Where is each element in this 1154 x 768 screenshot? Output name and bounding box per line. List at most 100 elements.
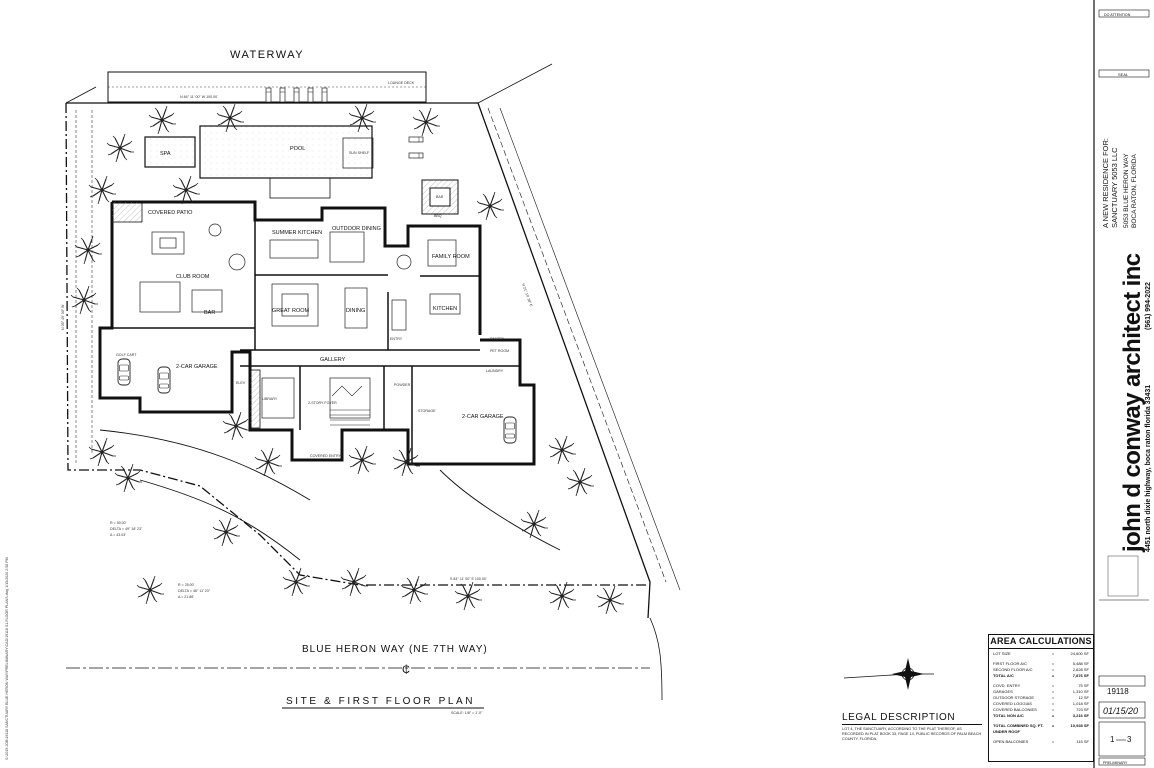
project-line-2: SANCTUARY 5053 LLC [1110, 147, 1119, 228]
title-block-top-label: DO ATTENTION [1104, 13, 1131, 17]
area-row-eq: = [1051, 723, 1055, 728]
area-row-value: 1,310 SF [1072, 689, 1089, 694]
area-row-eq: = [1051, 667, 1055, 672]
dock [107, 71, 427, 103]
club-room-label: CLUB ROOM [176, 274, 210, 280]
area-row: COVERED BALCONIES = 723 SF [993, 707, 1089, 713]
laundry-label: LAUNDRY [486, 369, 504, 373]
area-row-value: 24,600 SF [1070, 651, 1089, 656]
title-block-frame [1093, 0, 1150, 768]
area-row: LOT SIZE=24,600 SF [993, 651, 1089, 657]
area-row-eq: = [1051, 689, 1055, 694]
kitchen-label: KITCHEN [433, 306, 457, 312]
area-row-label: GARAGES [993, 689, 1013, 694]
firm-name: john d conway architect inc [1119, 253, 1146, 553]
bar-label: BAR [204, 310, 215, 316]
area-row-value: 723 SF [1076, 707, 1089, 712]
area-row-value: 12 SF [1078, 695, 1089, 700]
sheet-date: 01/15/20 [1103, 706, 1138, 716]
area-row: TOTAL A/C = 7,876 SF [993, 673, 1089, 679]
curve-annotation-1: R = 50.00' DELTA = 49° 18' 23" A = 43.03… [110, 521, 143, 537]
area-row-value: 3,216 SF [1072, 713, 1089, 718]
furniture [139, 223, 461, 419]
svg-text:A = 43.03': A = 43.03' [110, 533, 126, 537]
lot-boundary [65, 63, 681, 619]
curve-annotation-2: R = 25.00' DELTA = 46° 11' 23" A = 21.86… [178, 583, 211, 599]
foyer-label: 2-STORY FOYER [308, 401, 337, 405]
garage-right-label: 2-CAR GARAGE [462, 414, 504, 420]
area-row: COVD. ENTRY = 75 SF [993, 683, 1089, 689]
area-row-value: 1,018 SF [1072, 701, 1089, 706]
garage-left-label: 2-CAR GARAGE [176, 364, 218, 370]
gallery-label: GALLERY [320, 357, 346, 363]
stair-icon [330, 385, 370, 426]
bearing-north-label: N 84° 11' 00" W 100.00' [180, 95, 218, 99]
area-row-label: SECOND FLOOR A/C [993, 667, 1033, 672]
covered-entry-label: COVERED ENTRY [310, 454, 341, 458]
elevator-label: ELEV [236, 381, 246, 385]
svg-text:DELTA = 49° 18' 23": DELTA = 49° 18' 23" [110, 527, 143, 531]
area-row-value: 10,928 SF [1070, 723, 1089, 728]
covered-patio-label: COVERED PATIO [148, 210, 193, 216]
pool-label: POOL [290, 146, 305, 152]
pet-room-label: PET ROOM [490, 349, 509, 353]
outdoor-dining-label: OUTDOOR DINING [332, 226, 381, 232]
area-calculations-rows: LOT SIZE=24,600 SF FIRST FLOOR A/C = 5,488 … [989, 649, 1093, 747]
area-row-eq: = [1051, 695, 1055, 700]
area-row-value: 7,876 SF [1072, 673, 1089, 678]
bearing-south-label: S 84° 11' 00" E 100.00' [450, 577, 487, 581]
outdoor-bar [421, 179, 459, 215]
area-row: TOTAL COMBINED SQ. FT. UNDER ROOF=10,928… [993, 723, 1089, 735]
svg-text:DELTA = 46° 11' 23": DELTA = 46° 11' 23" [178, 589, 211, 593]
area-row-label: COVD. ENTRY [993, 683, 1021, 688]
powder-label: POWDER [394, 383, 411, 387]
summer-kitchen-label: SUMMER KITCHEN [272, 230, 322, 236]
svg-text:A = 21.86': A = 21.86' [178, 595, 194, 599]
spa-label: SPA [160, 151, 171, 157]
pantry-label: PANTRY [490, 337, 505, 341]
library-label: LIBRARY [262, 397, 278, 401]
area-row-eq: = [1051, 673, 1055, 678]
area-row-label: TOTAL NON A/C [993, 713, 1024, 718]
area-row-label: TOTAL A/C [993, 673, 1014, 678]
seal-label: SEAL [1118, 72, 1129, 77]
bbq-label: BBQ [434, 214, 442, 218]
area-row: TOTAL NON A/C = 3,216 SF [993, 713, 1089, 719]
area-row-label: COVERED BALCONIES [993, 707, 1037, 712]
driveway [99, 429, 561, 561]
landscape-palms [70, 103, 625, 615]
legal-description-body: LOT 4, THE SANCTUARY, ACCORDING TO THE P… [842, 727, 982, 741]
area-row: COVERED LOGGIAS=1,018 SF [993, 701, 1089, 707]
room-labels: COVERED PATIO SUMMER KITCHEN OUTDOOR DIN… [116, 210, 509, 458]
area-row-label: FIRST FLOOR A/C [993, 661, 1027, 666]
area-row: GARAGES = 1,310 SF [993, 689, 1089, 695]
area-row-eq: = [1051, 701, 1055, 706]
sheet-number: 1 [1110, 735, 1115, 744]
file-path-label: S:\2019 JOB\19118 SANCTUARY BLUE HERON W… [5, 557, 9, 760]
sun-shelf-label: SUN SHELF [349, 151, 370, 155]
lounge-deck-label: LOUNGE DECK [388, 81, 415, 85]
area-row-value: 5,488 SF [1072, 661, 1089, 666]
storage-label: STORAGE [418, 409, 436, 413]
area-row-value: 75 SF [1078, 683, 1089, 688]
job-number: 19118 [1107, 687, 1129, 696]
project-line-1: A NEW RESIDENCE FOR: [1101, 138, 1110, 228]
firm-phone: (561) 994-2022 [1145, 282, 1152, 330]
project-line-4: BOCA RATON, FLORIDA [1131, 154, 1138, 228]
centerline-symbol: ₵ [402, 664, 410, 676]
area-row-eq: = [1051, 739, 1055, 744]
svg-text:R = 50.00': R = 50.00' [110, 521, 127, 525]
area-row-eq: = [1051, 683, 1055, 688]
area-row: OUTDOOR STORAGE=12 SF [993, 695, 1089, 701]
area-row-eq: = [1051, 707, 1055, 712]
svg-text:R = 25.00': R = 25.00' [178, 583, 195, 587]
area-row-value: 2,628 SF [1072, 667, 1089, 672]
area-row-eq: = [1051, 713, 1055, 718]
project-line-3: 5053 BLUE HERON WAY [1123, 153, 1130, 228]
plan-title: SITE & FIRST FLOOR PLAN [286, 696, 476, 707]
golf-cart-label: GOLF CART [116, 353, 137, 357]
area-row: OPEN BALCONIES=115 SF [993, 739, 1089, 745]
preliminary-label: PRELIMINARY [1103, 761, 1128, 765]
